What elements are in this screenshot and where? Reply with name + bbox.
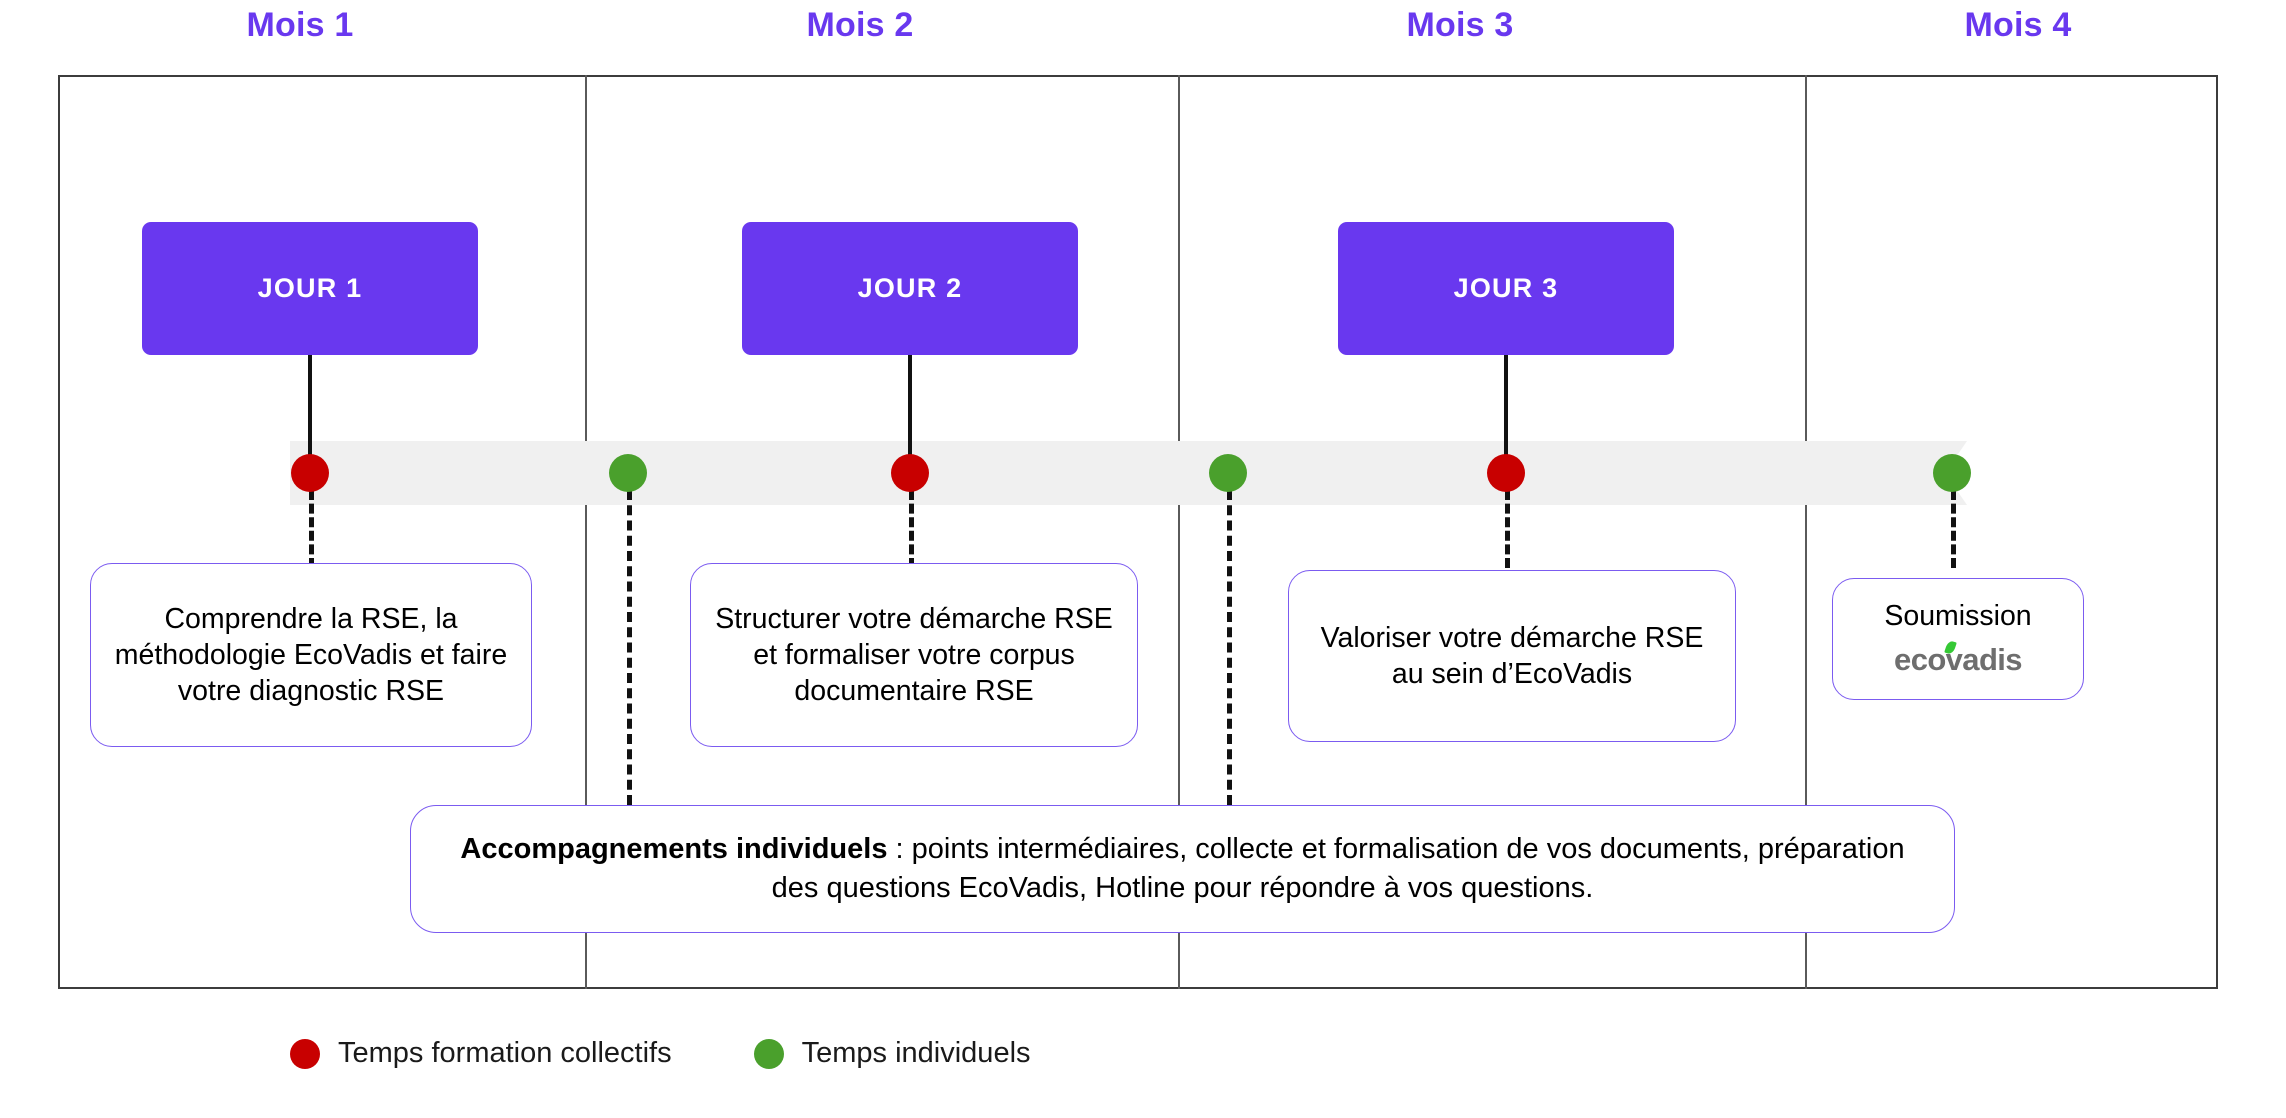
milestone-dot-collective-1[interactable]	[291, 454, 329, 492]
milestone-dot-individual-2[interactable]	[1209, 454, 1247, 492]
connector-day2-to-dot	[908, 355, 912, 459]
connector-day3-to-dot	[1504, 355, 1508, 459]
legend-dot-red-icon	[290, 1038, 320, 1069]
individual-support-banner: Accompagnements individuels : points int…	[410, 805, 1955, 933]
column-divider-1	[585, 75, 587, 989]
dashed-connector-card-4	[1951, 490, 1956, 568]
legend-item-collective: Temps formation collectifs	[290, 1037, 672, 1070]
milestone-dot-individual-3[interactable]	[1933, 454, 1971, 492]
description-card-3: Valoriser votre démarche RSE au sein d’E…	[1288, 570, 1736, 742]
column-divider-3	[1805, 75, 1807, 989]
month-header-4: Mois 4	[1964, 6, 2072, 44]
banner-bold-prefix: Accompagnements individuels	[460, 832, 888, 865]
day-box-1-label: JOUR 1	[257, 273, 363, 303]
column-divider-2	[1178, 75, 1180, 989]
day-box-3[interactable]: JOUR 3	[1338, 222, 1674, 355]
diagram-frame	[58, 75, 2218, 989]
legend-label-individual: Temps individuels	[801, 1037, 1031, 1069]
description-card-2: Structurer votre démarche RSE et formali…	[690, 563, 1138, 747]
milestone-dot-collective-3[interactable]	[1487, 454, 1525, 492]
ecovadis-logo-wordmark: ecovadis	[1894, 642, 2022, 678]
dashed-connector-banner-2	[1227, 490, 1232, 805]
month-header-2: Mois 2	[806, 6, 914, 44]
connector-day1-to-dot	[308, 355, 312, 459]
description-card-4: Soumission ecovadis	[1832, 578, 2084, 700]
description-card-3-text: Valoriser votre démarche RSE au sein d’E…	[1320, 621, 1704, 690]
legend-label-collective: Temps formation collectifs	[338, 1037, 672, 1069]
dashed-connector-card-3	[1505, 490, 1510, 568]
description-card-4-text: Soumission	[1884, 600, 2032, 633]
day-box-3-label: JOUR 3	[1453, 273, 1559, 303]
legend-item-individual: Temps individuels	[753, 1037, 1031, 1070]
day-box-2[interactable]: JOUR 2	[742, 222, 1078, 355]
dashed-connector-card-2	[909, 490, 914, 568]
description-card-2-text: Structurer votre démarche RSE et formali…	[715, 602, 1113, 708]
legend: Temps formation collectifs Temps individ…	[290, 1037, 1031, 1070]
milestone-dot-individual-1[interactable]	[609, 454, 647, 492]
month-header-3: Mois 3	[1406, 6, 1514, 44]
description-card-1: Comprendre la RSE, la méthodologie EcoVa…	[90, 563, 532, 747]
dashed-connector-card-1	[309, 490, 314, 568]
day-box-1[interactable]: JOUR 1	[142, 222, 478, 355]
milestone-dot-collective-2[interactable]	[891, 454, 929, 492]
ecovadis-logo: ecovadis	[1894, 640, 2023, 679]
banner-rest-text: : points intermédiaires, collecte et for…	[771, 832, 1905, 904]
dashed-connector-banner-1	[627, 490, 632, 805]
description-card-1-text: Comprendre la RSE, la méthodologie EcoVa…	[114, 602, 508, 708]
legend-dot-green-icon	[753, 1038, 784, 1069]
month-header-1: Mois 1	[246, 6, 354, 44]
timeline-track	[290, 441, 1945, 505]
day-box-2-label: JOUR 2	[857, 273, 963, 303]
